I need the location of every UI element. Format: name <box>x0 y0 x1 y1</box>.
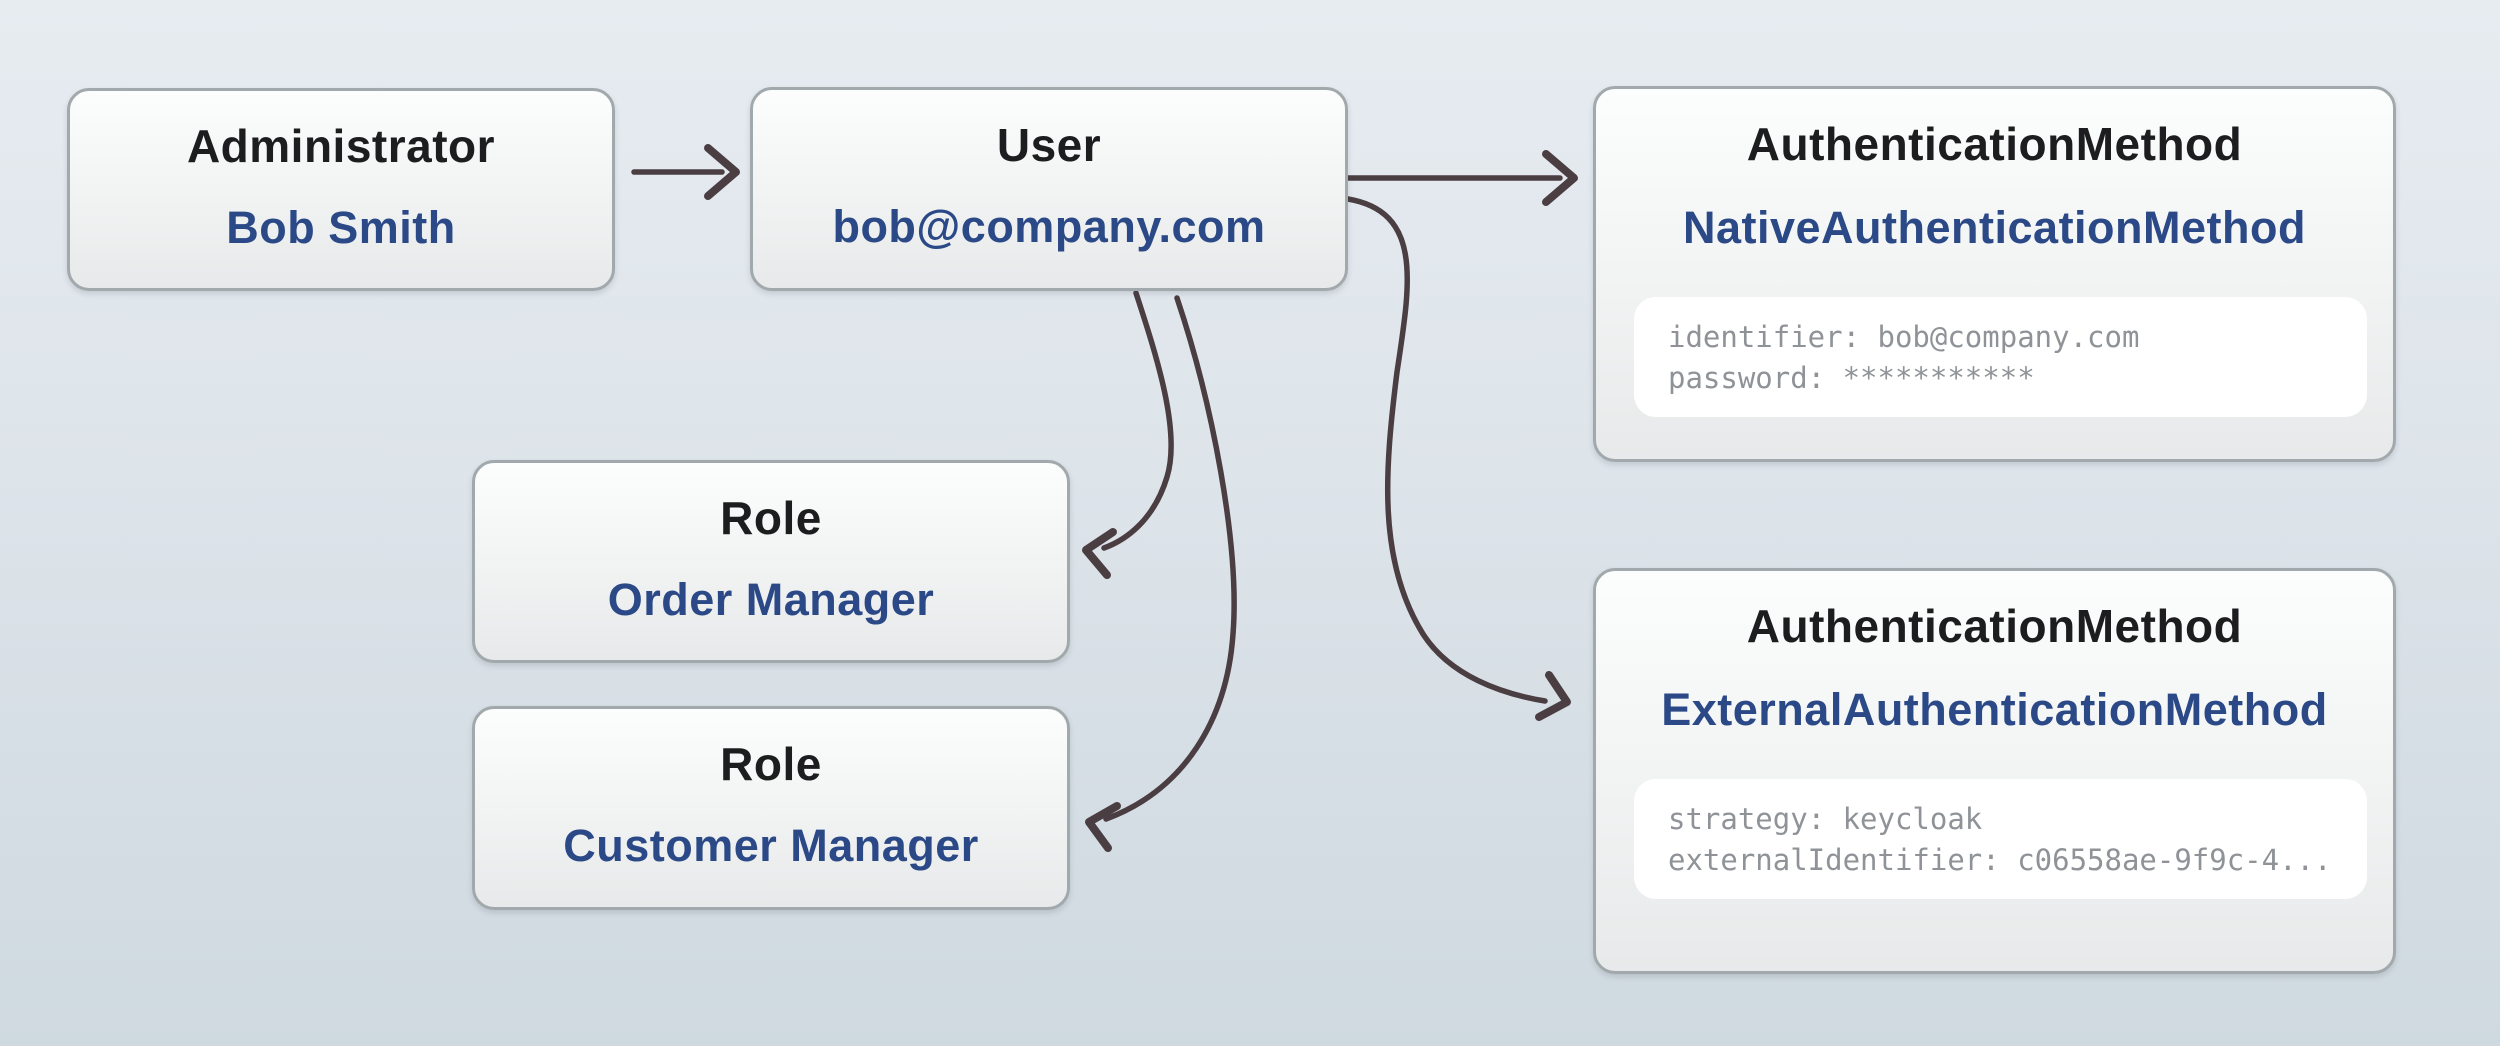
entity-value: Bob Smith <box>226 202 456 253</box>
attribute-line: strategy: keycloak <box>1668 802 1983 836</box>
entity-type-label: AuthenticationMethod <box>1746 600 2243 652</box>
edge-user-to-external-auth <box>1345 196 1571 721</box>
entity-value: ExternalAuthenticationMethod <box>1661 684 2328 735</box>
entity-value: Order Manager <box>607 574 935 625</box>
node-native-authentication-method: AuthenticationMethod NativeAuthenticatio… <box>1593 86 2396 462</box>
entity-value: Customer Manager <box>563 820 979 871</box>
node-user: User bob@company.com <box>750 87 1348 291</box>
edge-user-to-role-order <box>1082 290 1174 579</box>
entity-type-label: Administrator <box>186 120 496 172</box>
entity-type-label: AuthenticationMethod <box>1746 118 2243 170</box>
attributes-panel: strategy: keycloak externalIdentifier: c… <box>1634 779 2367 899</box>
entity-type-label: Role <box>720 738 822 790</box>
edge-user-to-native-auth <box>1345 150 1578 206</box>
edge-administrator-to-user <box>631 144 740 200</box>
attribute-line: identifier: bob@company.com <box>1668 320 2140 354</box>
attribute-line: password: *********** <box>1668 361 2035 395</box>
node-external-authentication-method: AuthenticationMethod ExternalAuthenticat… <box>1593 568 2396 974</box>
attribute-line: externalIdentifier: c06558ae-9f9c-4... <box>1668 843 2332 877</box>
node-administrator: Administrator Bob Smith <box>67 88 615 291</box>
node-role-customer-manager: Role Customer Manager <box>472 706 1070 910</box>
node-role-order-manager: Role Order Manager <box>472 460 1070 663</box>
edge-user-to-role-customer <box>1085 295 1237 852</box>
entity-value: NativeAuthenticationMethod <box>1682 202 2306 253</box>
entity-value: bob@company.com <box>832 201 1266 252</box>
entity-type-label: Role <box>720 492 822 544</box>
entity-type-label: User <box>996 119 1102 171</box>
attributes-panel: identifier: bob@company.com password: **… <box>1634 297 2367 417</box>
